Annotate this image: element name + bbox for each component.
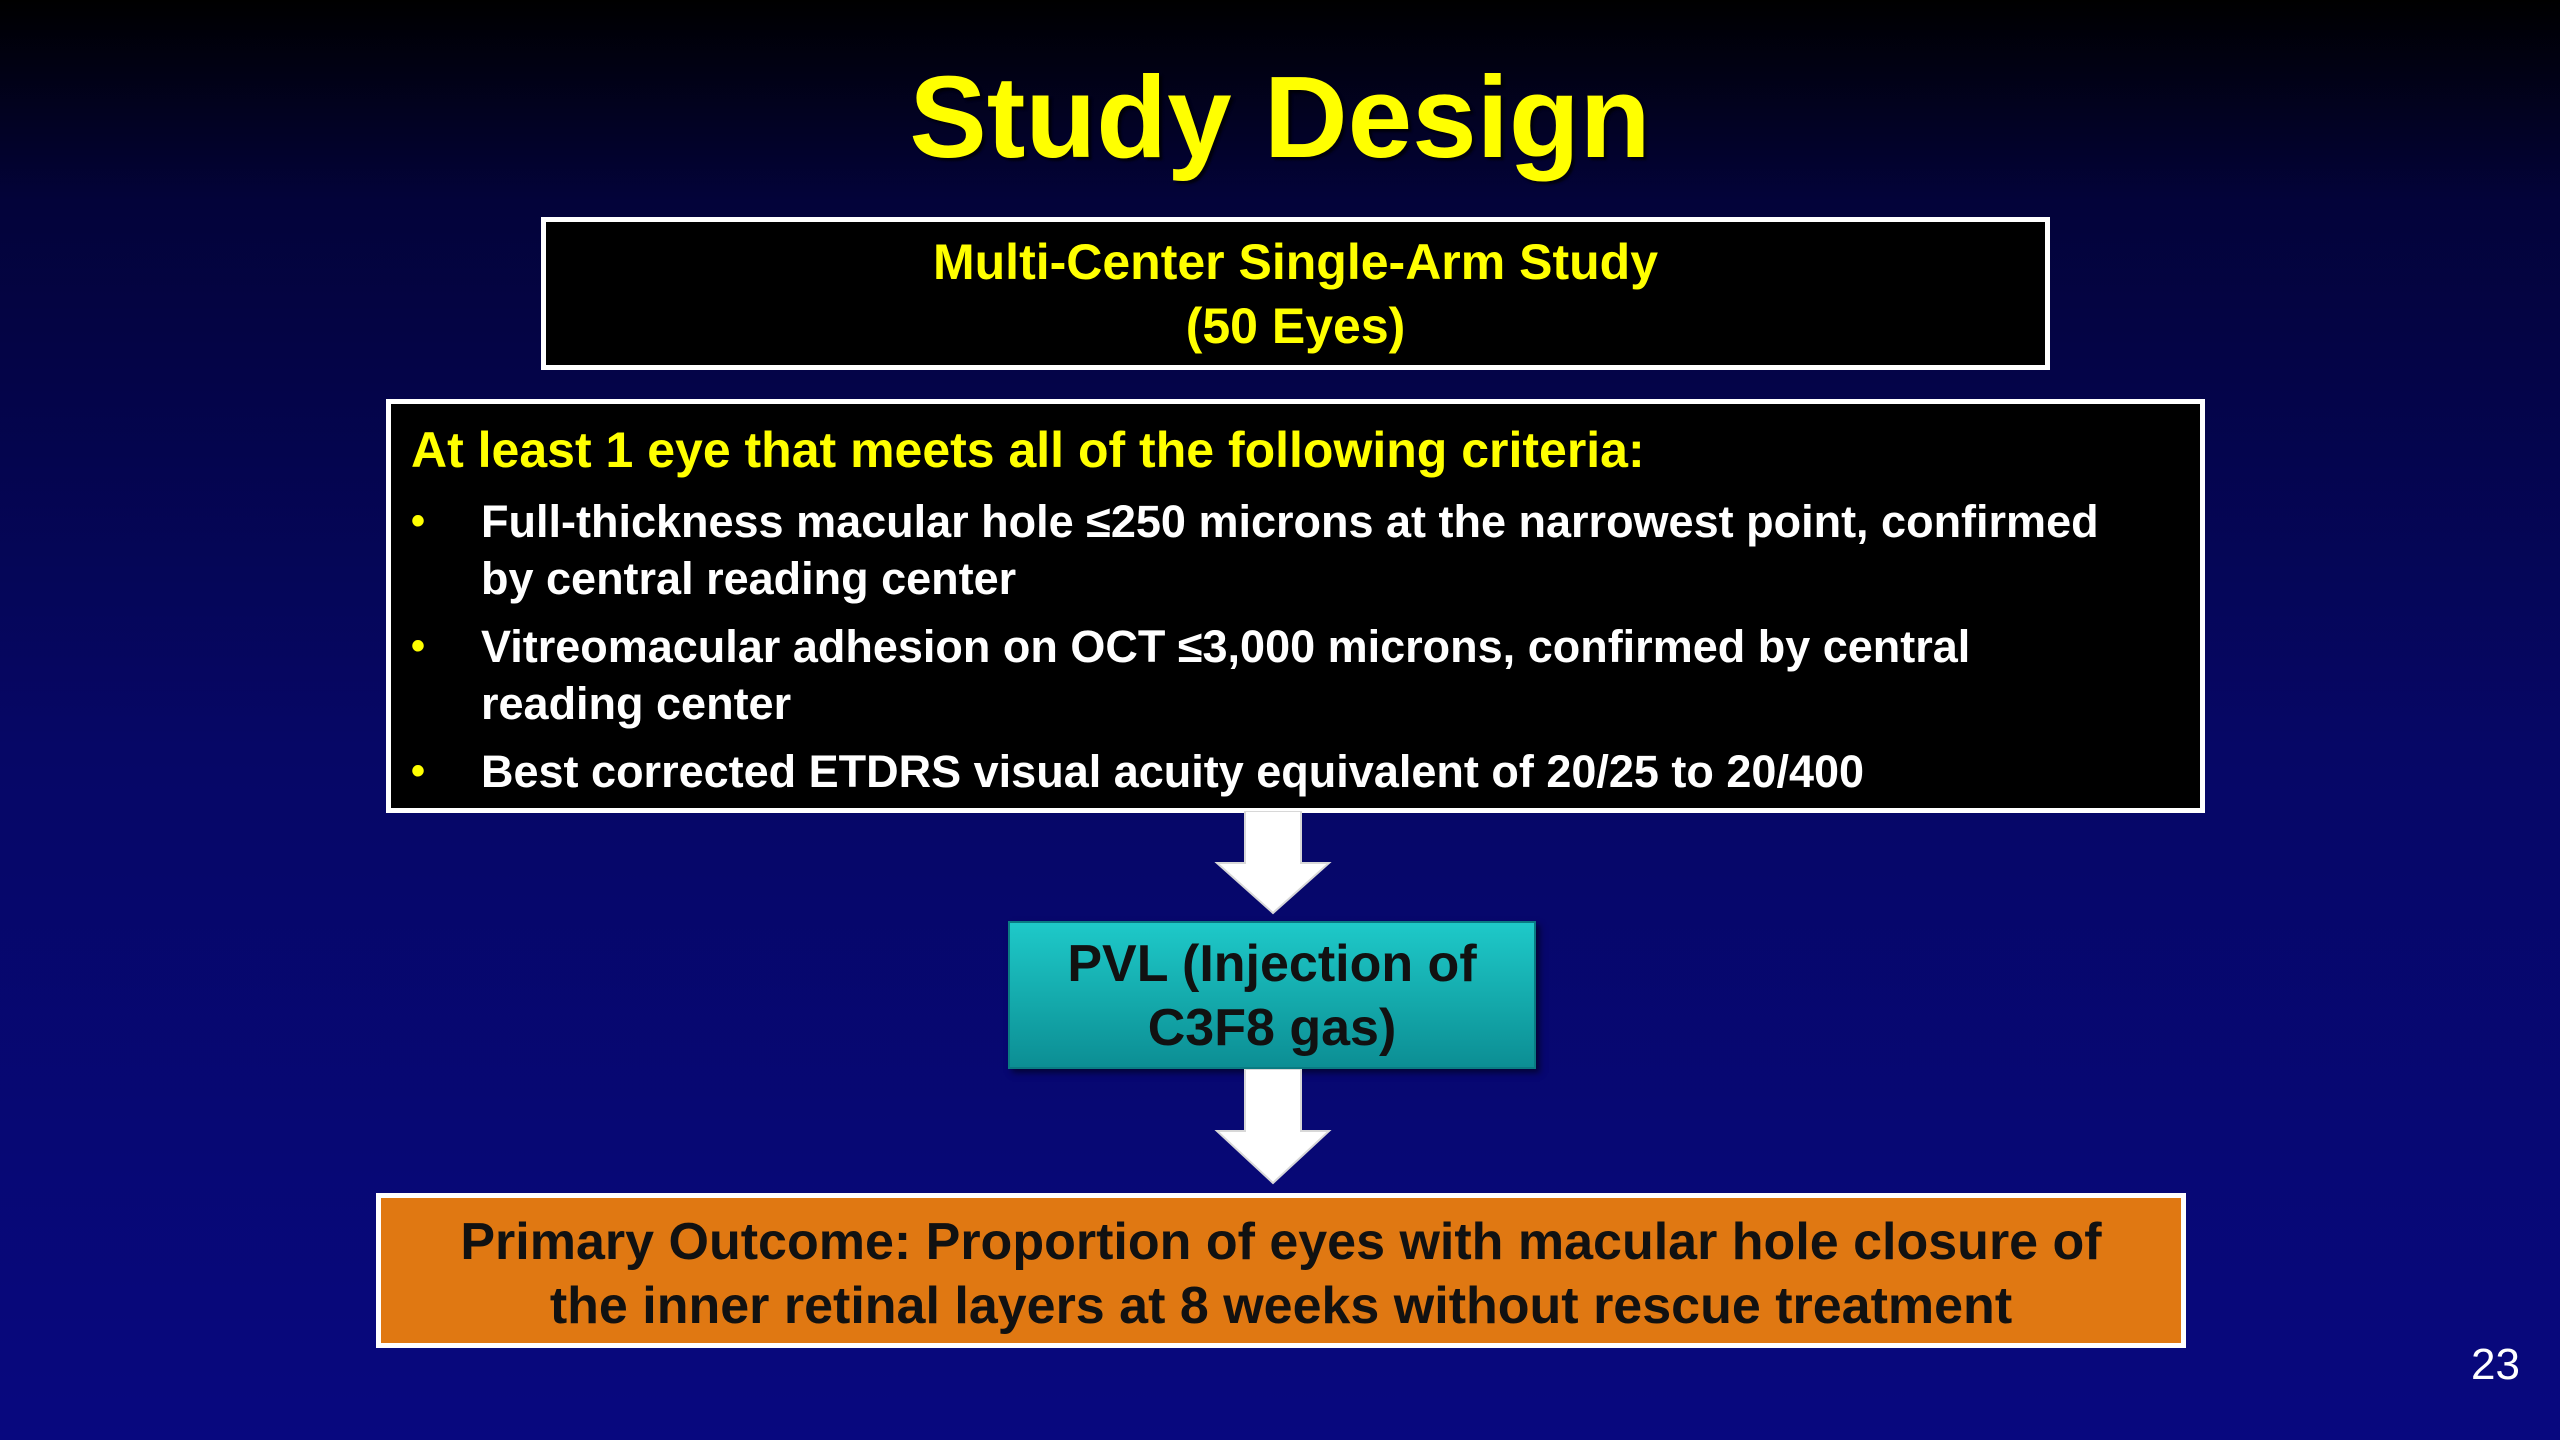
- criteria-item-text: Full-thickness macular hole ≤250 microns…: [481, 496, 2099, 604]
- criteria-item-text: Vitreomacular adhesion on OCT ≤3,000 mic…: [481, 621, 1971, 729]
- study-type-label: Multi-Center Single-Arm Study: [932, 234, 1659, 290]
- criteria-item: • Vitreomacular adhesion on OCT ≤3,000 m…: [411, 618, 2121, 732]
- bullet-icon: •: [411, 499, 426, 543]
- outcome-label-line2: the inner retinal layers at 8 weeks with…: [549, 1277, 2013, 1335]
- outcome-label-line1: Primary Outcome: Proportion of eyes with…: [460, 1213, 2102, 1271]
- intervention-label-line1: PVL (Injection of: [1067, 935, 1477, 993]
- down-arrow-icon: [1214, 811, 1332, 915]
- bullet-icon: •: [411, 624, 426, 668]
- primary-outcome-box: Primary Outcome: Proportion of eyes with…: [376, 1193, 2186, 1348]
- slide-title: Study Design: [909, 52, 1651, 182]
- intervention-box: PVL (Injection of C3F8 gas): [1008, 921, 1536, 1069]
- study-size-label: (50 Eyes): [1185, 298, 1406, 354]
- study-type-box: Multi-Center Single-Arm Study (50 Eyes): [541, 217, 2050, 370]
- page-number: 23: [2471, 1340, 2520, 1389]
- down-arrow-icon: [1214, 1069, 1332, 1185]
- bullet-icon: •: [411, 749, 426, 793]
- inclusion-criteria-box: At least 1 eye that meets all of the fol…: [386, 399, 2205, 813]
- criteria-heading: At least 1 eye that meets all of the fol…: [411, 422, 1645, 478]
- criteria-item: • Best corrected ETDRS visual acuity equ…: [411, 743, 2121, 800]
- criteria-list: • Full-thickness macular hole ≤250 micro…: [411, 493, 2180, 800]
- criteria-item: • Full-thickness macular hole ≤250 micro…: [411, 493, 2121, 607]
- intervention-label-line2: C3F8 gas): [1147, 999, 1397, 1057]
- criteria-item-text: Best corrected ETDRS visual acuity equiv…: [481, 746, 1865, 797]
